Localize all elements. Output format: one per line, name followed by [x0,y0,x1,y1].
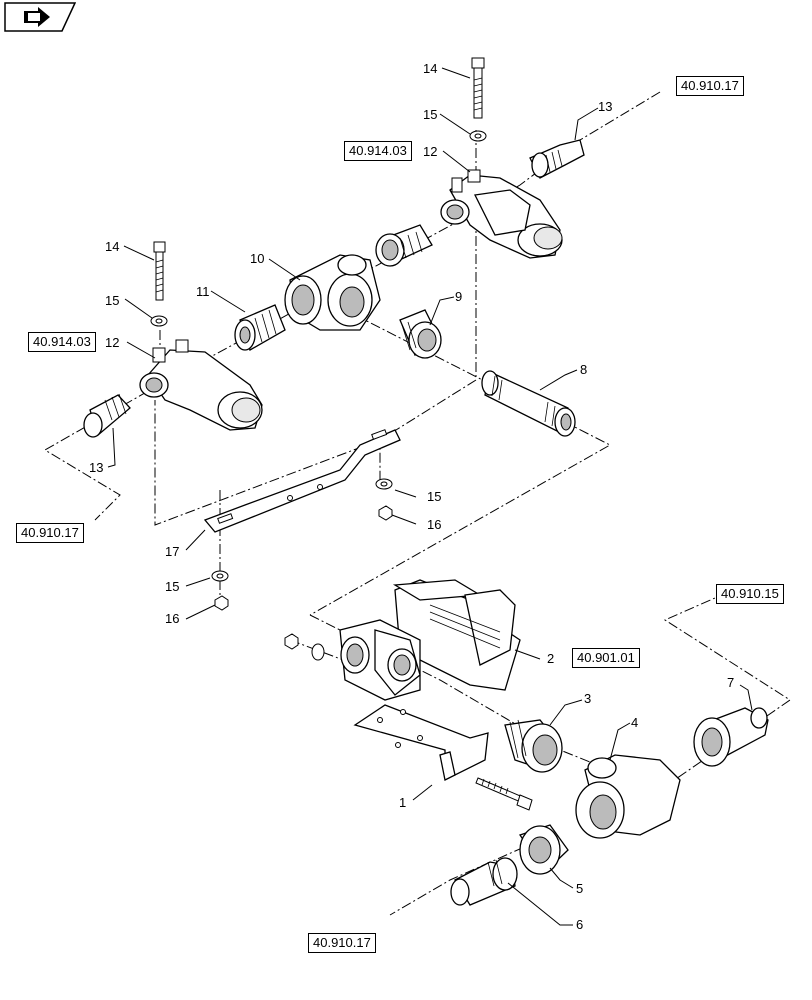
callout-15-top: 15 [423,107,438,122]
reference-link-40-910-17-top[interactable]: 40.910.17 [676,76,744,96]
callout-11: 11 [196,284,210,299]
callout-15-left: 15 [105,293,120,308]
part-9-bushing [399,309,442,359]
leader-lines [107,67,753,926]
reference-link-40-910-17-left[interactable]: 40.910.17 [16,523,84,543]
callout-12-top: 12 [423,144,438,159]
part-15-washer-top [469,130,487,142]
part-14-bolt-top [471,57,485,119]
part-17-bracket [203,429,401,533]
part-2-control-valve [339,579,521,701]
callout-13-top: 13 [598,99,613,114]
callout-15-bracket-left: 15 [165,579,180,594]
callout-4: 4 [631,715,639,730]
part-14-bolt-left [153,241,166,301]
part-3-fitting [504,719,563,773]
callout-6: 6 [576,917,584,932]
reference-link-40-910-15[interactable]: 40.910.15 [716,584,784,604]
part-10-tee [284,254,381,331]
part-4-tee [575,754,681,839]
part-1-bolt [475,777,533,811]
callout-17: 17 [165,544,180,559]
part-16-nut-bracket-right [378,505,393,521]
callout-13-left: 13 [89,460,104,475]
part-5-bushing [518,824,569,875]
callout-2: 2 [547,651,555,666]
callout-14-left: 14 [105,239,120,254]
callout-16-bracket-right: 16 [427,517,442,532]
nipple-fitting-top [375,224,433,267]
reference-link-40-914-03-top[interactable]: 40.914.03 [344,141,412,161]
callout-14-top: 14 [423,61,438,76]
assembly-lines [44,91,791,916]
callout-9: 9 [455,289,463,304]
callout-8: 8 [580,362,588,377]
part-11-fitting [234,304,286,351]
part-12-valve-left [139,339,263,431]
part-8-pipe-nipple [481,370,576,437]
part-6-fitting [450,857,518,906]
callout-7: 7 [727,675,735,690]
part-15-washer-bracket-right [375,478,393,490]
part-15-washer-bracket-left [211,570,229,582]
reference-link-40-910-17-bottom[interactable]: 40.910.17 [308,933,376,953]
callout-16-bracket-left: 16 [165,611,180,626]
part-7-fitting [693,707,769,767]
callout-15-bracket-right: 15 [427,489,442,504]
part-1-mounting-bracket [353,704,489,781]
callout-1: 1 [399,795,407,810]
part-16-nut-bracket-left [214,595,229,611]
part-15-washer-left-top [150,315,168,327]
reference-link-40-901-01[interactable]: 40.901.01 [572,648,640,668]
navigation-arrow-icon [4,2,76,32]
navigation-button[interactable] [4,2,76,32]
reference-link-40-914-03-left[interactable]: 40.914.03 [28,332,96,352]
callout-10: 10 [250,251,265,266]
callout-3: 3 [584,691,592,706]
part-12-valve-top [440,169,563,259]
part-13-fitting-left [83,393,131,438]
callout-5: 5 [576,881,584,896]
callout-12-left: 12 [105,335,120,350]
fastener-nut-left-valve [284,633,325,661]
part-13-fitting-top [529,139,585,179]
